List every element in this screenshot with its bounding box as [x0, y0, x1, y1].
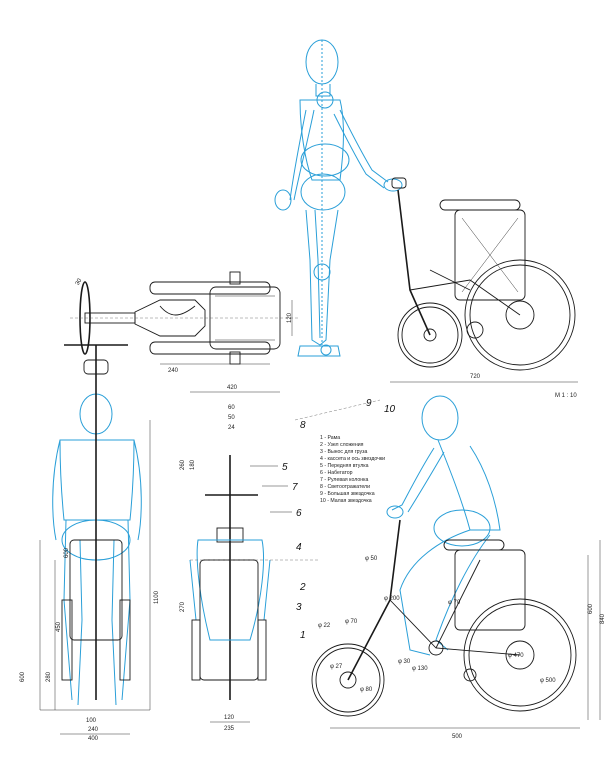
- dim-rider-w1: 100: [86, 718, 97, 724]
- dim-front-h1: 260: [180, 459, 186, 470]
- front-view-bike-detail: 420 60 50 24 120 235 260 180 270: [180, 385, 280, 732]
- dim-front-width: 420: [227, 385, 238, 391]
- legend-item-4: 4 - кассета и ось звездочки: [320, 456, 385, 462]
- dim-phi-50: φ 50: [365, 556, 378, 562]
- dim-front-d3: 24: [228, 425, 235, 431]
- callout-3: 3: [296, 602, 302, 613]
- dim-phi-500: φ 500: [540, 678, 556, 684]
- callout-1: 1: [300, 630, 306, 641]
- dim-phi-22: φ 22: [318, 623, 331, 629]
- callout-5: 5: [282, 462, 288, 473]
- legend-item-5: 5 - Передняя втулка: [320, 463, 369, 469]
- dim-rider-h1: 1100: [154, 590, 160, 604]
- seated-rider: [386, 395, 501, 656]
- callout-7: 7: [292, 482, 298, 493]
- dim-phi-30: φ 30: [398, 659, 411, 665]
- legend-item-8: 8 - Светоотражатели: [320, 484, 370, 490]
- callout-6: 6: [296, 508, 302, 519]
- dim-front-bottom2: 235: [224, 726, 235, 732]
- dim-phi-80: φ 80: [360, 687, 373, 693]
- callout-4: 4: [296, 542, 302, 553]
- parts-legend: 1 - Рама 2 - Узел сложения 3 - Вынос для…: [320, 435, 385, 504]
- dim-seat-side-h2: 840: [600, 613, 606, 624]
- dim-rider-w3: 400: [88, 736, 99, 742]
- legend-item-1: 1 - Рама: [320, 435, 340, 441]
- dim-phi-27: φ 27: [330, 664, 343, 670]
- dim-front-h3: 270: [180, 601, 186, 612]
- dim-seat-side-h1: 600: [588, 603, 594, 614]
- top-view-frame: [134, 271, 281, 365]
- dim-top-handle: 30: [75, 277, 84, 286]
- seated-bike: [311, 519, 601, 729]
- dim-front-d1: 60: [228, 405, 235, 411]
- legend-item-9: 9 - Большая звездочка: [320, 491, 375, 497]
- dim-rider-h5: 600: [20, 671, 26, 682]
- front-view-bike: 1100 450 600 280 600 100 240 400: [20, 344, 160, 742]
- standing-figure: [274, 39, 403, 357]
- legend-item-3: 3 - Вынос для груза: [320, 449, 367, 455]
- callout-8: 8: [300, 420, 306, 431]
- dim-rider-h3: 600: [64, 547, 70, 558]
- dim-phi-200: φ 200: [384, 596, 400, 602]
- dim-front-h2: 180: [190, 459, 196, 470]
- top-view: 240 120 30: [70, 271, 300, 374]
- dim-front-d2: 50: [228, 415, 235, 421]
- legend-item-7: 7 - Рулевая колонка: [320, 477, 368, 483]
- dim-top-height: 120: [287, 312, 293, 323]
- scale-label: M 1 : 10: [555, 393, 577, 399]
- folded-bike-side-view: 720 M 1 : 10: [390, 177, 578, 399]
- callout-9: 9: [366, 398, 372, 409]
- legend-item-6: 6 - Набегатор: [320, 470, 353, 476]
- dim-phi-70b: φ 70: [345, 619, 358, 625]
- callout-2: 2: [299, 582, 306, 593]
- callout-10: 10: [384, 404, 396, 415]
- dim-phi-470: φ 470: [508, 653, 524, 659]
- seated-bike-dimensions: 500 600 840 φ 50 φ 200 φ 70 φ 22 φ 70 φ …: [318, 556, 606, 740]
- dim-seat-side-w: 500: [452, 734, 463, 740]
- dim-rider-h2: 450: [56, 621, 62, 632]
- dim-rider-h4: 280: [46, 671, 52, 682]
- callouts: 1 2 3 4 5 6 7 8 9 10: [250, 398, 396, 641]
- legend-item-2: 2 - Узел сложения: [320, 442, 364, 448]
- dim-rider-w2: 240: [88, 727, 99, 733]
- dim-phi-70a: φ 70: [448, 600, 461, 606]
- dim-side-length: 720: [470, 374, 481, 380]
- dim-phi-130: φ 130: [412, 666, 428, 672]
- dim-top-length: 240: [168, 368, 179, 374]
- dim-front-bottom1: 120: [224, 715, 235, 721]
- legend-item-10: 10 - Малая звездочка: [320, 498, 372, 504]
